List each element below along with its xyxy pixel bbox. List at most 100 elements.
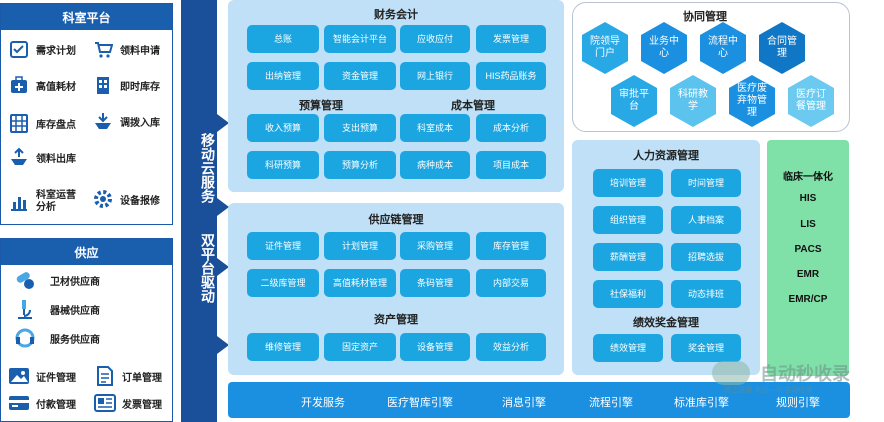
budget-button[interactable]: 科研预算	[247, 151, 319, 179]
performance-button[interactable]: 奖金管理	[671, 334, 741, 362]
supply-chain-button[interactable]: 库存管理	[476, 232, 546, 260]
hr-button[interactable]: 组织管理	[593, 206, 663, 234]
asset-button[interactable]: 固定资产	[324, 333, 396, 361]
finance-button[interactable]: 总账	[247, 25, 319, 53]
cart-icon	[92, 38, 114, 60]
office-platform-title: 科室平台	[1, 4, 172, 30]
hex-business-center[interactable]: 业务中心	[641, 22, 687, 74]
budget-title: 预算管理	[299, 100, 343, 112]
finance-button[interactable]: 应收应付	[400, 25, 470, 53]
mobile-cloud-label: 移动云服务	[200, 133, 216, 203]
collaboration-title: 协同管理	[683, 11, 727, 23]
hr-button[interactable]: 社保福利	[593, 280, 663, 308]
supply-chain-button[interactable]: 条码管理	[400, 269, 470, 297]
finance-button[interactable]: 智能会计平台	[324, 25, 396, 53]
engine-item[interactable]: 规则引擎	[776, 397, 820, 409]
clinical-item[interactable]: PACS	[794, 244, 822, 255]
performance-button[interactable]: 绩效管理	[593, 334, 663, 362]
hex-approval-platform[interactable]: 审批平台	[611, 75, 657, 127]
asset-button[interactable]: 效益分析	[476, 333, 546, 361]
hr-button[interactable]: 培训管理	[593, 169, 663, 197]
menu-item-demand-plan[interactable]: 需求计划	[8, 38, 76, 60]
menu-item-high-value[interactable]: 高值耗材	[8, 74, 76, 96]
cost-button[interactable]: 项目成本	[476, 151, 546, 179]
hr-button[interactable]: 薪酬管理	[593, 243, 663, 271]
arrow-right-icon	[217, 258, 229, 276]
hr-button[interactable]: 时间管理	[671, 169, 741, 197]
menu-item-issue-out[interactable]: 领料出库	[8, 146, 76, 168]
clinical-item[interactable]: LIS	[800, 219, 816, 230]
supply-chain-button[interactable]: 计划管理	[324, 232, 396, 260]
menu-item-stocktake[interactable]: 库存盘点	[8, 112, 76, 134]
supply-chain-button[interactable]: 内部交易	[476, 269, 546, 297]
budget-button[interactable]: 支出预算	[324, 114, 396, 142]
finance-title: 财务会计	[374, 9, 418, 21]
hex-research-teaching[interactable]: 科研教学	[670, 75, 716, 127]
budget-button[interactable]: 收入预算	[247, 114, 319, 142]
finance-button[interactable]: HIS药品账务	[476, 62, 546, 90]
supply-chain-button[interactable]: 二级库管理	[247, 269, 319, 297]
supply-chain-button[interactable]: 采购管理	[400, 232, 470, 260]
cost-button[interactable]: 病种成本	[400, 151, 470, 179]
engine-item[interactable]: 消息引擎	[502, 397, 546, 409]
gear-icon	[92, 188, 114, 210]
hex-contract-management[interactable]: 合同管理	[759, 22, 805, 74]
clinical-item[interactable]: EMR/CP	[788, 294, 828, 305]
menu-item-label: 付款管理	[36, 399, 76, 411]
menu-item-equipment-repair[interactable]: 设备报修	[92, 188, 160, 210]
bar-chart-icon	[8, 191, 30, 213]
clinical-item[interactable]: HIS	[799, 193, 817, 204]
image-icon	[8, 365, 30, 387]
menu-item-invoices[interactable]: 发票管理	[94, 392, 162, 414]
supply-title: 供应	[1, 239, 172, 265]
menu-item-label: 发票管理	[122, 399, 162, 411]
hex-meal-ordering[interactable]: 医疗订餐管理	[788, 75, 834, 127]
menu-item-orders[interactable]: 订单管理	[94, 365, 162, 387]
budget-button[interactable]: 预算分析	[324, 151, 396, 179]
platform-driver-bar	[181, 0, 217, 422]
arrow-right-icon	[217, 336, 229, 354]
supply-chain-title: 供应链管理	[368, 214, 424, 226]
hex-process-center[interactable]: 流程中心	[700, 22, 746, 74]
engine-item[interactable]: 医疗智库引擎	[387, 397, 453, 409]
menu-item-label: 需求计划	[36, 45, 76, 57]
finance-button[interactable]: 出纳管理	[247, 62, 319, 90]
menu-item-certificates[interactable]: 证件管理	[8, 365, 76, 387]
watermark-main: 自动秒收录	[760, 364, 850, 384]
engine-item[interactable]: 开发服务	[301, 397, 345, 409]
outbox-icon	[8, 146, 30, 168]
hex-leader-portal[interactable]: 院领导门户	[582, 22, 628, 74]
watermark-logo-icon	[712, 361, 750, 385]
finance-button[interactable]: 资金管理	[324, 62, 396, 90]
menu-item-label: 订单管理	[122, 372, 162, 384]
supply-chain-button[interactable]: 证件管理	[247, 232, 319, 260]
cost-button[interactable]: 科室成本	[400, 114, 470, 142]
microscope-icon	[14, 298, 36, 320]
hex-medical-waste[interactable]: 医疗废弃物管理	[729, 75, 775, 127]
menu-item-service-vendor[interactable]: 服务供应商	[14, 327, 100, 349]
engine-bar	[228, 382, 850, 418]
hr-button[interactable]: 招聘选拔	[671, 243, 741, 271]
supply-chain-button[interactable]: 高值耗材管理	[324, 269, 396, 297]
asset-button[interactable]: 设备管理	[400, 333, 470, 361]
hr-button[interactable]: 动态排班	[671, 280, 741, 308]
finance-button[interactable]: 发票管理	[476, 25, 546, 53]
menu-item-instant-stock[interactable]: 即时库存	[92, 74, 160, 96]
engine-item[interactable]: 标准库引擎	[674, 397, 729, 409]
menu-item-label: 服务供应商	[50, 334, 100, 346]
menu-item-device-vendor[interactable]: 器械供应商	[14, 298, 100, 320]
menu-item-label: 器械供应商	[50, 305, 100, 317]
menu-item-payments[interactable]: 付款管理	[8, 392, 76, 414]
dual-platform-label: 双平台驱动	[200, 233, 216, 303]
finance-button[interactable]: 网上银行	[400, 62, 470, 90]
menu-item-label: 领料出库	[36, 153, 76, 165]
menu-item-transfer-in[interactable]: 调拨入库	[92, 110, 160, 132]
asset-button[interactable]: 维修管理	[247, 333, 319, 361]
menu-item-material-request[interactable]: 领料申请	[92, 38, 160, 60]
menu-item-supplies-vendor[interactable]: 卫材供应商	[14, 269, 100, 291]
clinical-item[interactable]: EMR	[796, 269, 820, 280]
engine-item[interactable]: 流程引擎	[589, 397, 633, 409]
menu-item-ops-analysis[interactable]: 科室运营分析	[8, 190, 88, 214]
hr-button[interactable]: 人事档案	[671, 206, 741, 234]
cost-button[interactable]: 成本分析	[476, 114, 546, 142]
